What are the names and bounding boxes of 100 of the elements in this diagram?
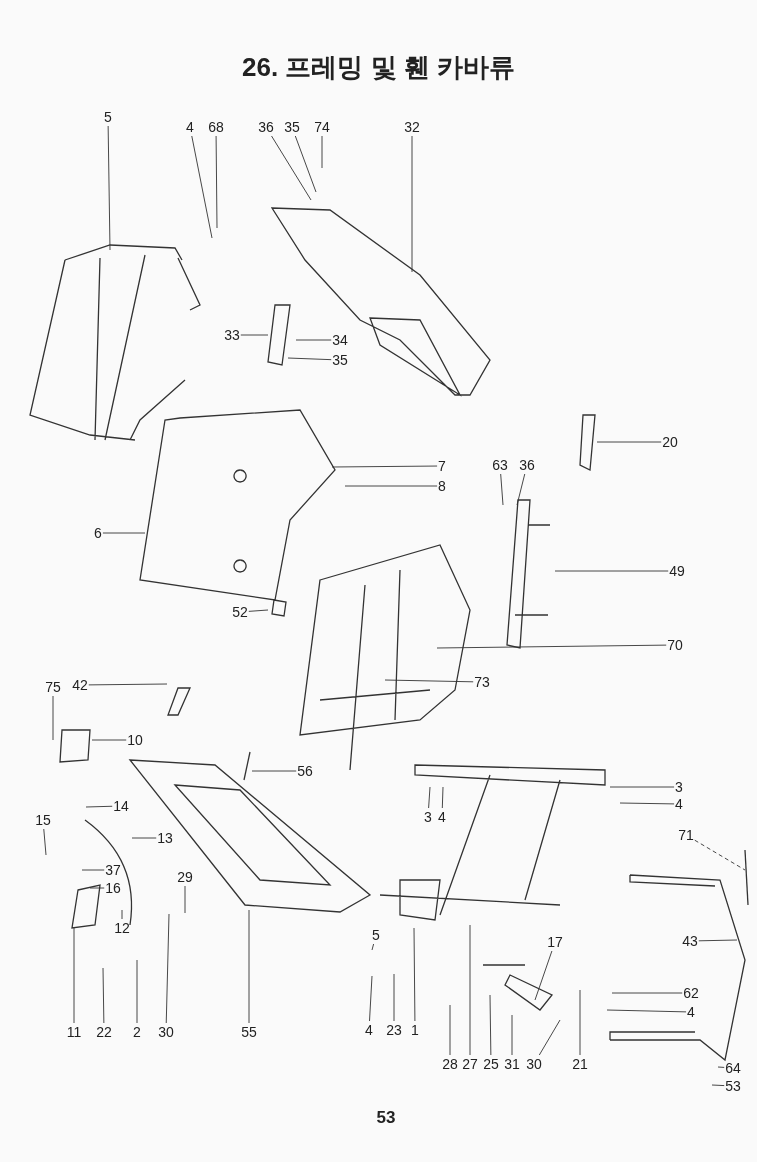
callout-number: 29 [177,869,193,885]
callout-number: 3 [424,809,432,825]
callout-number: 31 [504,1056,520,1072]
leader-line [596,441,662,443]
leader-line [717,1066,725,1068]
leader-line [579,989,581,1056]
callout-number: 62 [683,985,699,1001]
leader-line [344,485,438,487]
leader-line [606,1009,687,1013]
leader-line [411,135,413,273]
callout-number: 36 [258,119,274,135]
leader-line [428,786,431,809]
callout-number: 21 [572,1056,588,1072]
leader-line [248,609,269,612]
callout-number: 11 [66,1024,82,1040]
leader-line [295,339,332,341]
leader-line [121,909,123,920]
callout-number: 4 [365,1022,373,1038]
callout-number: 25 [483,1056,499,1072]
leader-line [534,950,553,1001]
leader-line [91,739,127,741]
leader-line [52,695,54,741]
callout-number: 4 [687,1004,695,1020]
leader-line [102,532,146,534]
callout-number: 16 [105,880,121,896]
callout-number: 4 [438,809,446,825]
leader-line [271,135,312,201]
callout-number: 30 [526,1056,542,1072]
leader-line [698,939,738,942]
leader-line [131,837,157,839]
leader-line [711,1084,725,1087]
leader-line [331,465,438,468]
callout-number: 42 [72,677,88,693]
callout-number: 6 [94,525,102,541]
callout-number: 23 [386,1022,402,1038]
callout-number: 73 [474,674,490,690]
callout-number: 64 [725,1060,741,1076]
callout-number: 34 [332,332,348,348]
leader-line [511,1014,513,1056]
callout-number: 49 [669,563,685,579]
callout-number: 4 [675,796,683,812]
callout-number: 43 [682,933,698,949]
callout-number: 68 [208,119,224,135]
callout-number: 27 [462,1056,478,1072]
leader-line [184,885,186,914]
leader-line [611,992,683,994]
callout-number: 12 [114,920,130,936]
leader-line [43,828,47,856]
callout-number: 7 [438,458,446,474]
leader-line [384,679,474,683]
leader-line [469,924,471,1056]
page-number: 53 [376,1108,396,1128]
leader-line [294,135,317,193]
callout-number: 63 [492,457,508,473]
callout-number: 74 [314,119,330,135]
leader-line [441,786,444,809]
leader-line [609,786,675,788]
page-title: 26. 프레밍 및 휀 카바류 [240,51,516,84]
callout-number: 2 [133,1024,141,1040]
callout-number: 1 [411,1022,419,1038]
leader-line [240,334,269,336]
leader-line [321,135,323,169]
callout-number: 55 [241,1024,257,1040]
callout-number: 28 [442,1056,458,1072]
leader-line [694,839,746,871]
leader-line [251,770,297,772]
callout-number: 14 [113,798,129,814]
leader-line [88,683,168,686]
callout-number: 35 [284,119,300,135]
leader-line [81,869,105,871]
leader-line [538,1019,561,1056]
leader-line [136,959,138,1024]
callout-number: 5 [372,927,380,943]
leader-line [215,135,218,229]
callout-number: 71 [678,827,694,843]
leader-line [436,644,667,649]
leader-line [554,570,669,572]
leader-line [371,943,375,951]
leader-line [393,973,395,1022]
callout-number: 10 [127,732,143,748]
callout-number: 3 [675,779,683,795]
leader-line [85,805,113,808]
callout-number: 20 [662,434,678,450]
callout-number: 53 [725,1078,741,1094]
leader-line [165,913,170,1024]
callout-number: 52 [232,604,248,620]
callout-number: 4 [186,119,194,135]
callout-number: 8 [438,478,446,494]
leader-line [449,1004,451,1056]
leader-line [369,975,373,1022]
callout-number: 33 [224,327,240,343]
leader-line [500,473,504,506]
callout-number: 32 [404,119,420,135]
callout-number: 17 [547,934,563,950]
leader-line [191,135,213,239]
leader-line [73,927,75,1024]
leader-line [102,967,105,1024]
leader-line [413,927,416,1022]
callout-number: 15 [35,812,51,828]
leader-line [619,802,675,805]
